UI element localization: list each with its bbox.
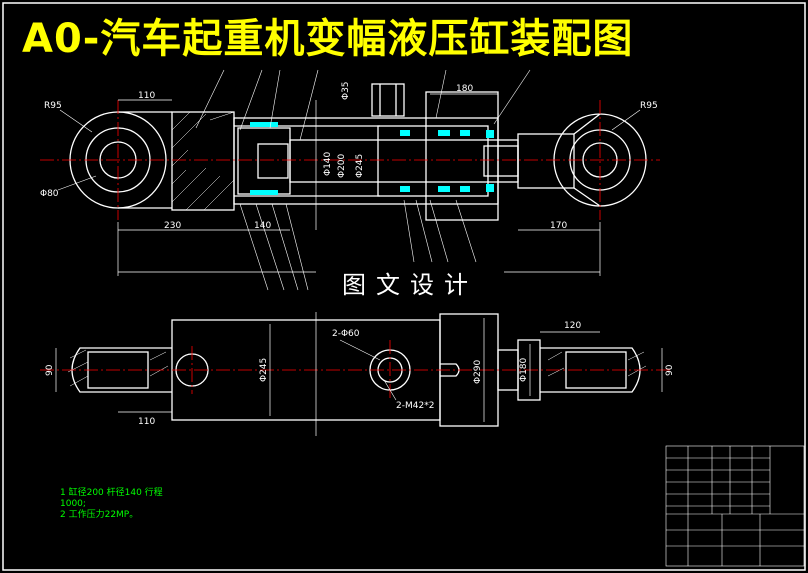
rear-head [171,111,235,211]
leader-lines [57,69,641,401]
dim-90-right: 90 [665,364,675,376]
dim-r95-right: R95 [640,101,658,111]
dim-phi80: Φ80 [40,189,59,199]
dim-r95-left: R95 [44,101,62,111]
dim-2-m42: 2-M42*2 [396,401,434,411]
centerlines [40,100,670,400]
note-line-1: 1 缸径200 杆径140 行程 [60,488,163,498]
rod-end-neck [483,145,519,177]
right-eye-tangent-bottom [573,187,601,207]
dim-90-left: 90 [45,364,55,376]
rod-block [517,339,541,401]
piston [237,127,291,195]
dim-230: 230 [164,221,181,231]
technical-notes: 1 缸径200 杆径140 行程 1000; 2 工作压力22MP。 [60,488,163,521]
gland-inner [377,125,489,197]
dim-110-top: 110 [138,91,155,101]
dim-phi35: Φ35 [341,81,351,100]
dim-phi140: Φ140 [323,151,333,176]
dim-phi290: Φ290 [473,359,483,384]
dim-phi180: Φ180 [519,357,529,382]
dim-2-phi60: 2-Φ60 [332,329,360,339]
gland-housing [425,91,499,221]
drawing-title: A0-汽车起重机变幅液压缸装配图 [22,16,634,62]
dim-phi200: Φ200 [337,153,347,178]
dim-120: 120 [564,321,581,331]
note-line-3: 2 工作压力22MP。 [60,510,139,520]
dim-phi245-top: Φ245 [355,154,365,178]
piston-nut [257,143,289,179]
rod-end [517,133,575,189]
watermark: 图文设计 [316,268,504,302]
title-block [665,445,805,567]
dim-140: 140 [254,221,271,231]
oil-port [371,83,405,117]
section-view [69,83,647,221]
rear-head-hatch [171,111,235,211]
note-line-2: 1000; [60,499,86,509]
dimension-lines [55,93,663,436]
dim-180: 180 [456,84,473,94]
dim-phi245-bottom: Φ245 [259,358,269,382]
right-eye-tangent-top [573,113,601,135]
dim-170: 170 [550,221,567,231]
dim-110-bottom: 110 [138,417,155,427]
seals [250,122,494,195]
bearing-hatch [67,349,647,387]
dimension-texts: 110 180 R95 R95 Φ35 Φ140 Φ200 Φ245 Φ80 2… [40,81,675,427]
